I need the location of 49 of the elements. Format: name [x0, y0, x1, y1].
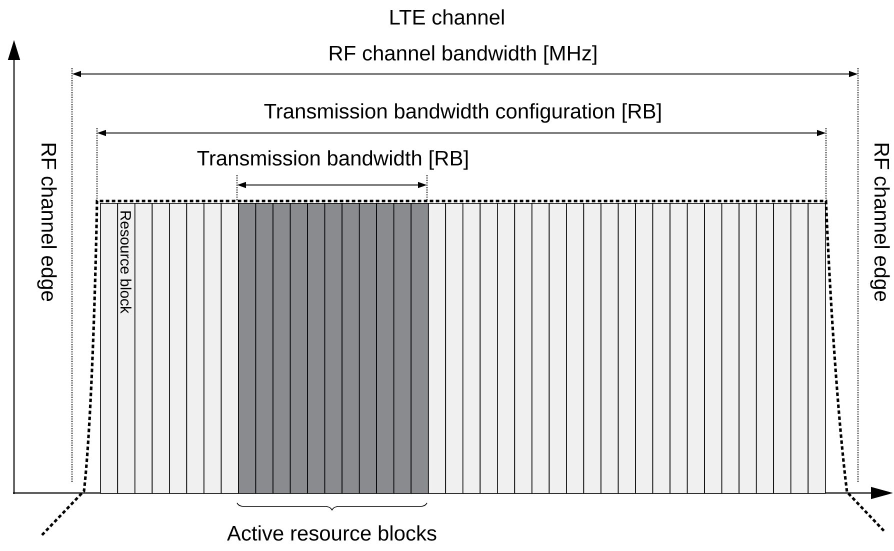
- resource-block: [342, 203, 360, 494]
- dimension-label: Transmission bandwidth [RB]: [197, 150, 468, 170]
- dimension-label: RF channel bandwidth [MHz]: [330, 45, 596, 65]
- resource-block: [272, 203, 291, 494]
- resource-block: [738, 203, 757, 494]
- resource-block: [583, 203, 602, 494]
- resource-block: [790, 203, 809, 494]
- dimension-label: Transmission bandwidth configuration [RB]: [264, 103, 661, 123]
- resource-block: [238, 203, 256, 494]
- resource-block: [652, 203, 670, 494]
- resource-block: [290, 203, 308, 494]
- resource-block: [497, 203, 516, 494]
- resource-block: [169, 203, 188, 494]
- resource-block: [773, 203, 792, 494]
- resource-block: [480, 203, 498, 494]
- resource-block: [152, 203, 170, 494]
- resource-block: [548, 203, 567, 494]
- resource-block: [134, 203, 153, 494]
- title: LTE channel: [390, 9, 504, 25]
- resource-block: [410, 203, 429, 494]
- resource-block: [670, 203, 688, 494]
- resource-block: [220, 203, 239, 494]
- resource-block: [307, 203, 326, 494]
- resource-block: [204, 203, 222, 494]
- resource-block: [808, 203, 826, 494]
- resource-block: [186, 203, 204, 494]
- resource-block: [514, 203, 532, 494]
- resource-block: [100, 203, 118, 494]
- resource-block: [704, 203, 722, 494]
- resource-block: [618, 203, 636, 494]
- resource-block: [635, 203, 654, 494]
- resource-block: [358, 203, 377, 494]
- resource-block: [445, 203, 464, 494]
- resource-block: [324, 203, 342, 494]
- resource-block: [428, 203, 446, 494]
- resource-block: [255, 203, 274, 494]
- resource-block: [566, 203, 584, 494]
- side-label: RF channel edge: [870, 144, 890, 301]
- resource-block: [532, 203, 550, 494]
- resource-block: [721, 203, 740, 494]
- resource-block: [376, 203, 394, 494]
- resource-block: [686, 203, 705, 494]
- resource-block: Resource block: [117, 203, 136, 494]
- brace-label: Active resource blocks: [227, 525, 436, 541]
- resource-block: [600, 203, 619, 494]
- side-label: RF channel edge: [37, 144, 57, 301]
- resource-block: [393, 203, 412, 494]
- resource-block: [756, 203, 774, 494]
- resource-block: [462, 203, 481, 494]
